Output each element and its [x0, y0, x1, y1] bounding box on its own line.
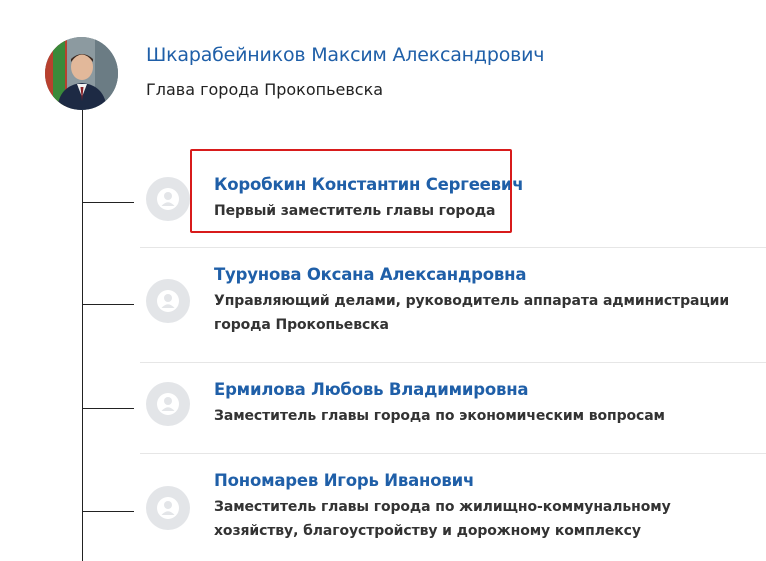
divider: [140, 453, 766, 454]
tree-connector: [82, 202, 134, 203]
member-avatar[interactable]: [146, 177, 190, 221]
tree-connector: [82, 304, 134, 305]
member-position: Первый заместитель главы города: [214, 203, 496, 219]
head-name-link[interactable]: Шкарабейников Максим Александрович: [146, 44, 545, 66]
highlight-frame: [190, 149, 512, 233]
user-placeholder-icon: [157, 393, 179, 415]
head-position: Глава города Прокопьевска: [146, 80, 384, 99]
head-photo[interactable]: [45, 37, 118, 110]
member-avatar[interactable]: [146, 382, 190, 426]
member-avatar[interactable]: [146, 486, 190, 530]
user-placeholder-icon: [157, 188, 179, 210]
member-name-link[interactable]: Пономарев Игорь Иванович: [214, 471, 475, 490]
user-placeholder-icon: [157, 497, 179, 519]
tree-connector: [82, 511, 134, 512]
member-name-link[interactable]: Турунова Оксана Александровна: [214, 265, 527, 284]
divider: [140, 247, 766, 248]
member-avatar[interactable]: [146, 279, 190, 323]
member-position: Заместитель главы города по жилищно-комм…: [214, 499, 671, 539]
person-photo-icon: [45, 37, 118, 110]
member-position: Заместитель главы города по экономически…: [214, 408, 665, 424]
user-placeholder-icon: [157, 290, 179, 312]
member-position: Управляющий делами, руководитель аппарат…: [214, 293, 730, 333]
tree-vertical-line: [82, 104, 83, 561]
tree-connector: [82, 408, 134, 409]
member-name-link[interactable]: Ермилова Любовь Владимировна: [214, 380, 529, 399]
divider: [140, 362, 766, 363]
member-name-link[interactable]: Коробкин Константин Сергеевич: [214, 175, 524, 194]
